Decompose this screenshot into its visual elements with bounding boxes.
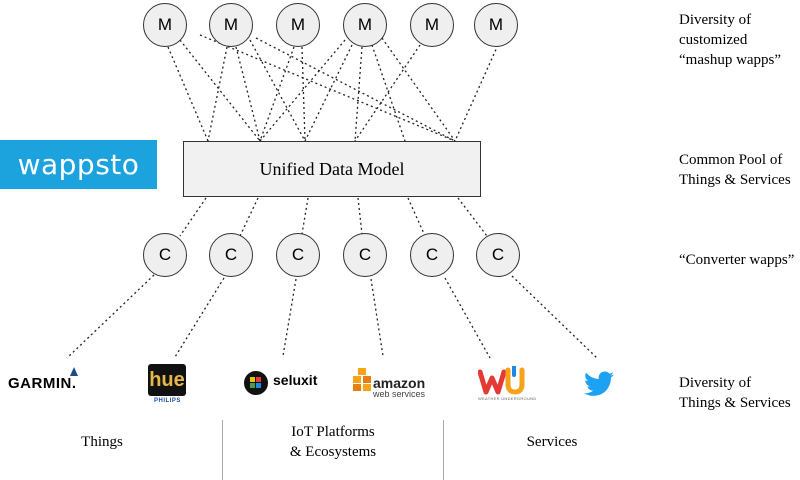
- iot-platforms-label: IoT Platforms & Ecosystems: [289, 424, 377, 460]
- converter-wapp-node[interactable]: C: [343, 233, 387, 277]
- converter-wapp-node[interactable]: C: [143, 233, 187, 277]
- weather-underground-logo: WEATHER UNDERGROUND: [478, 396, 537, 401]
- converter-wapp-node[interactable]: C: [410, 233, 454, 277]
- common-pool-label: Common Pool of Things & Services: [679, 152, 791, 188]
- garmin-logo: GARMIN.: [8, 375, 77, 392]
- divider: [222, 420, 223, 480]
- mashup-wapp-node[interactable]: M: [209, 3, 253, 47]
- mashup-wapp-node[interactable]: M: [276, 3, 320, 47]
- converter-wapp-node[interactable]: C: [209, 233, 253, 277]
- divider: [443, 420, 444, 480]
- converter-wapp-node[interactable]: C: [276, 233, 320, 277]
- mashup-label: Diversity of customized “mashup wapps”: [679, 12, 782, 68]
- wappsto-logo: wappsto: [0, 140, 157, 189]
- amazon-logo: amazon: [373, 375, 426, 391]
- garmin-triangle-icon: [70, 367, 78, 376]
- hue-logo: hue: [148, 364, 186, 396]
- diversity-label: Diversity of Things & Services: [679, 375, 791, 411]
- seluxit-logo: seluxit: [273, 372, 318, 388]
- services-label: Services: [526, 434, 578, 450]
- weather-underground-icon: [478, 366, 525, 395]
- twitter-bird-icon: [584, 371, 614, 396]
- aws-cubes-icon: [353, 368, 371, 391]
- converter-wapp-node[interactable]: C: [476, 233, 520, 277]
- mashup-wapp-node[interactable]: M: [343, 3, 387, 47]
- seluxit-icon: [244, 371, 268, 395]
- mashup-wapp-node[interactable]: M: [143, 3, 187, 47]
- philips-logo: PHILIPS: [154, 398, 181, 404]
- things-label: Things: [81, 434, 123, 450]
- converter-label: “Converter wapps”: [679, 252, 795, 268]
- amazon-sub-logo: web services: [373, 389, 426, 399]
- mashup-wapp-node[interactable]: M: [410, 3, 454, 47]
- unified-data-model-box: Unified Data Model: [183, 141, 481, 197]
- mashup-wapp-node[interactable]: M: [474, 3, 518, 47]
